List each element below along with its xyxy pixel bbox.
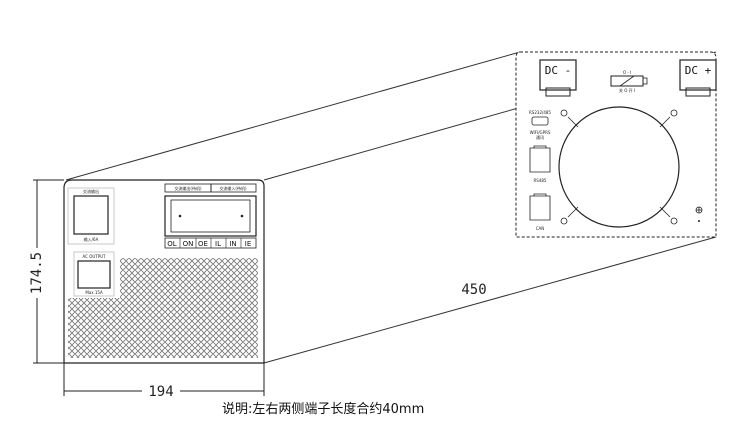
input-module-sub: 输入/6A bbox=[84, 236, 99, 242]
switch-knob bbox=[642, 77, 648, 85]
port4-label: CAN bbox=[536, 226, 545, 231]
input-module-label: 交流输出 bbox=[83, 188, 99, 194]
terminal-label-2: 交流输入(待机) bbox=[219, 185, 247, 191]
terminal-screw-left bbox=[178, 214, 182, 218]
port3-label: RS485 bbox=[534, 178, 547, 183]
height-value: 174.5 bbox=[29, 252, 45, 294]
input-module-frame bbox=[67, 187, 115, 245]
port1-connector bbox=[531, 116, 549, 126]
terminal-label-box-2 bbox=[210, 183, 257, 193]
vent-holes-upper bbox=[120, 258, 258, 298]
height-dimension bbox=[33, 179, 64, 364]
ac-output-frame bbox=[73, 251, 115, 297]
width-value: 194 bbox=[148, 384, 173, 400]
terminal-name: IN bbox=[229, 240, 236, 248]
terminal-block bbox=[164, 195, 257, 237]
port1-label: RS232/485 bbox=[529, 110, 551, 115]
ac-output-socket bbox=[77, 260, 111, 289]
dc-plus-lug bbox=[685, 87, 711, 97]
dc-minus-lug bbox=[545, 87, 571, 97]
fan-mount-holes bbox=[560, 109, 678, 225]
width-dimension bbox=[63, 363, 265, 396]
terminal-screw-right bbox=[240, 214, 244, 218]
fan-guard bbox=[558, 106, 680, 228]
ac-output-label: AC OUTPUT bbox=[82, 254, 106, 259]
input-module-socket bbox=[73, 195, 109, 235]
terminal-names bbox=[179, 238, 242, 248]
rear-panel: DC - O - I 关 O 开 I DC + RS232/485 WIFI/G… bbox=[515, 51, 717, 238]
terminal-name: ON bbox=[183, 240, 194, 248]
dc-minus-label: DC - bbox=[545, 64, 572, 77]
port2-sub: 通讯 bbox=[536, 134, 544, 140]
rear-panel-outline bbox=[515, 51, 717, 238]
dc-plus-terminal bbox=[679, 59, 717, 91]
vent-holes-lower bbox=[68, 298, 258, 358]
terminal-name-strip bbox=[164, 237, 257, 249]
terminal-name: OL bbox=[167, 240, 177, 248]
terminal-name: OE bbox=[198, 240, 208, 248]
dc-minus-terminal bbox=[539, 59, 577, 91]
note-text: 说明:左右两侧端子长度合约40mm bbox=[222, 402, 425, 417]
switch-top-label: O - I bbox=[623, 70, 631, 75]
terminal-name: IE bbox=[245, 240, 252, 248]
terminal-name: IL bbox=[215, 240, 221, 248]
rj45-port-1 bbox=[529, 145, 551, 173]
terminal-cover bbox=[170, 199, 251, 233]
rj45-port-2 bbox=[529, 193, 551, 221]
ac-output-sub: Max 15A bbox=[85, 290, 103, 295]
front-panel: 交流输出 输入/6A 交流输出(待机) 交流输入(待机) OL ON OE IL… bbox=[63, 179, 265, 364]
length-value: 450 bbox=[461, 282, 486, 298]
terminal-label-1: 交流输出(待机) bbox=[174, 185, 202, 191]
port2-label: WIFI/GPRS bbox=[530, 130, 551, 135]
dc-plus-label: DC + bbox=[685, 64, 712, 77]
switch-bottom-label: 关 O 开 I bbox=[619, 87, 635, 93]
